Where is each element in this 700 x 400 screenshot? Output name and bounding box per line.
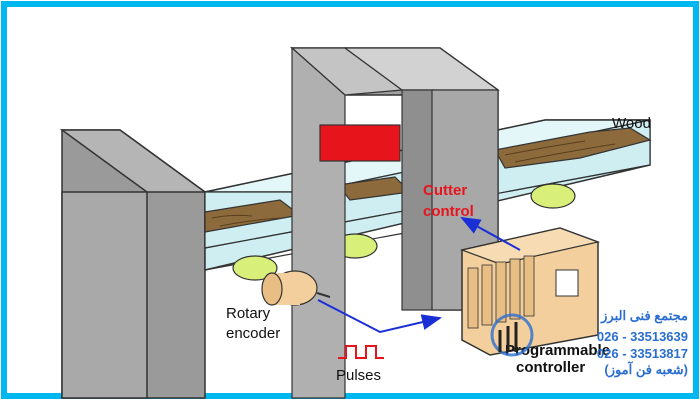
cutter-blade [319,124,401,162]
watermark-line1: مجتمع فنی البرز [600,308,688,324]
signal-arrows [317,217,521,334]
encoder-label-line1: Rotary [226,305,271,322]
plc-label-line2: controller [516,359,585,376]
watermark-phone2: 026 - 33513817 [597,346,688,361]
watermark-line4: (شعبه فن آموز) [604,361,688,378]
pulses-label: Pulses [336,367,381,384]
watermark-logo-icon [490,313,534,357]
encoder-to-plc-arrow [317,299,442,334]
left-machine-block [59,129,208,399]
roller [232,255,278,281]
cutter-gate [290,46,500,399]
plc-to-cutter-arrow [460,217,521,251]
watermark-phone1: 026 - 33513639 [597,329,688,344]
encoder-label-line2: encoder [226,325,280,342]
cutter-label-line1: Cutter [423,182,467,199]
programmable-controller [459,227,601,356]
cutter-label-line2: control [423,203,474,220]
pulse-waveform-icon [338,345,384,359]
roller [530,183,576,209]
wood-label: Wood [612,115,651,132]
wood-boards [204,127,652,233]
watermark: مجتمع فنی البرز 026 - 33513639 026 - 335… [490,308,688,378]
plc-label-line1: Programmable [505,342,610,359]
rotary-encoder [261,270,331,306]
